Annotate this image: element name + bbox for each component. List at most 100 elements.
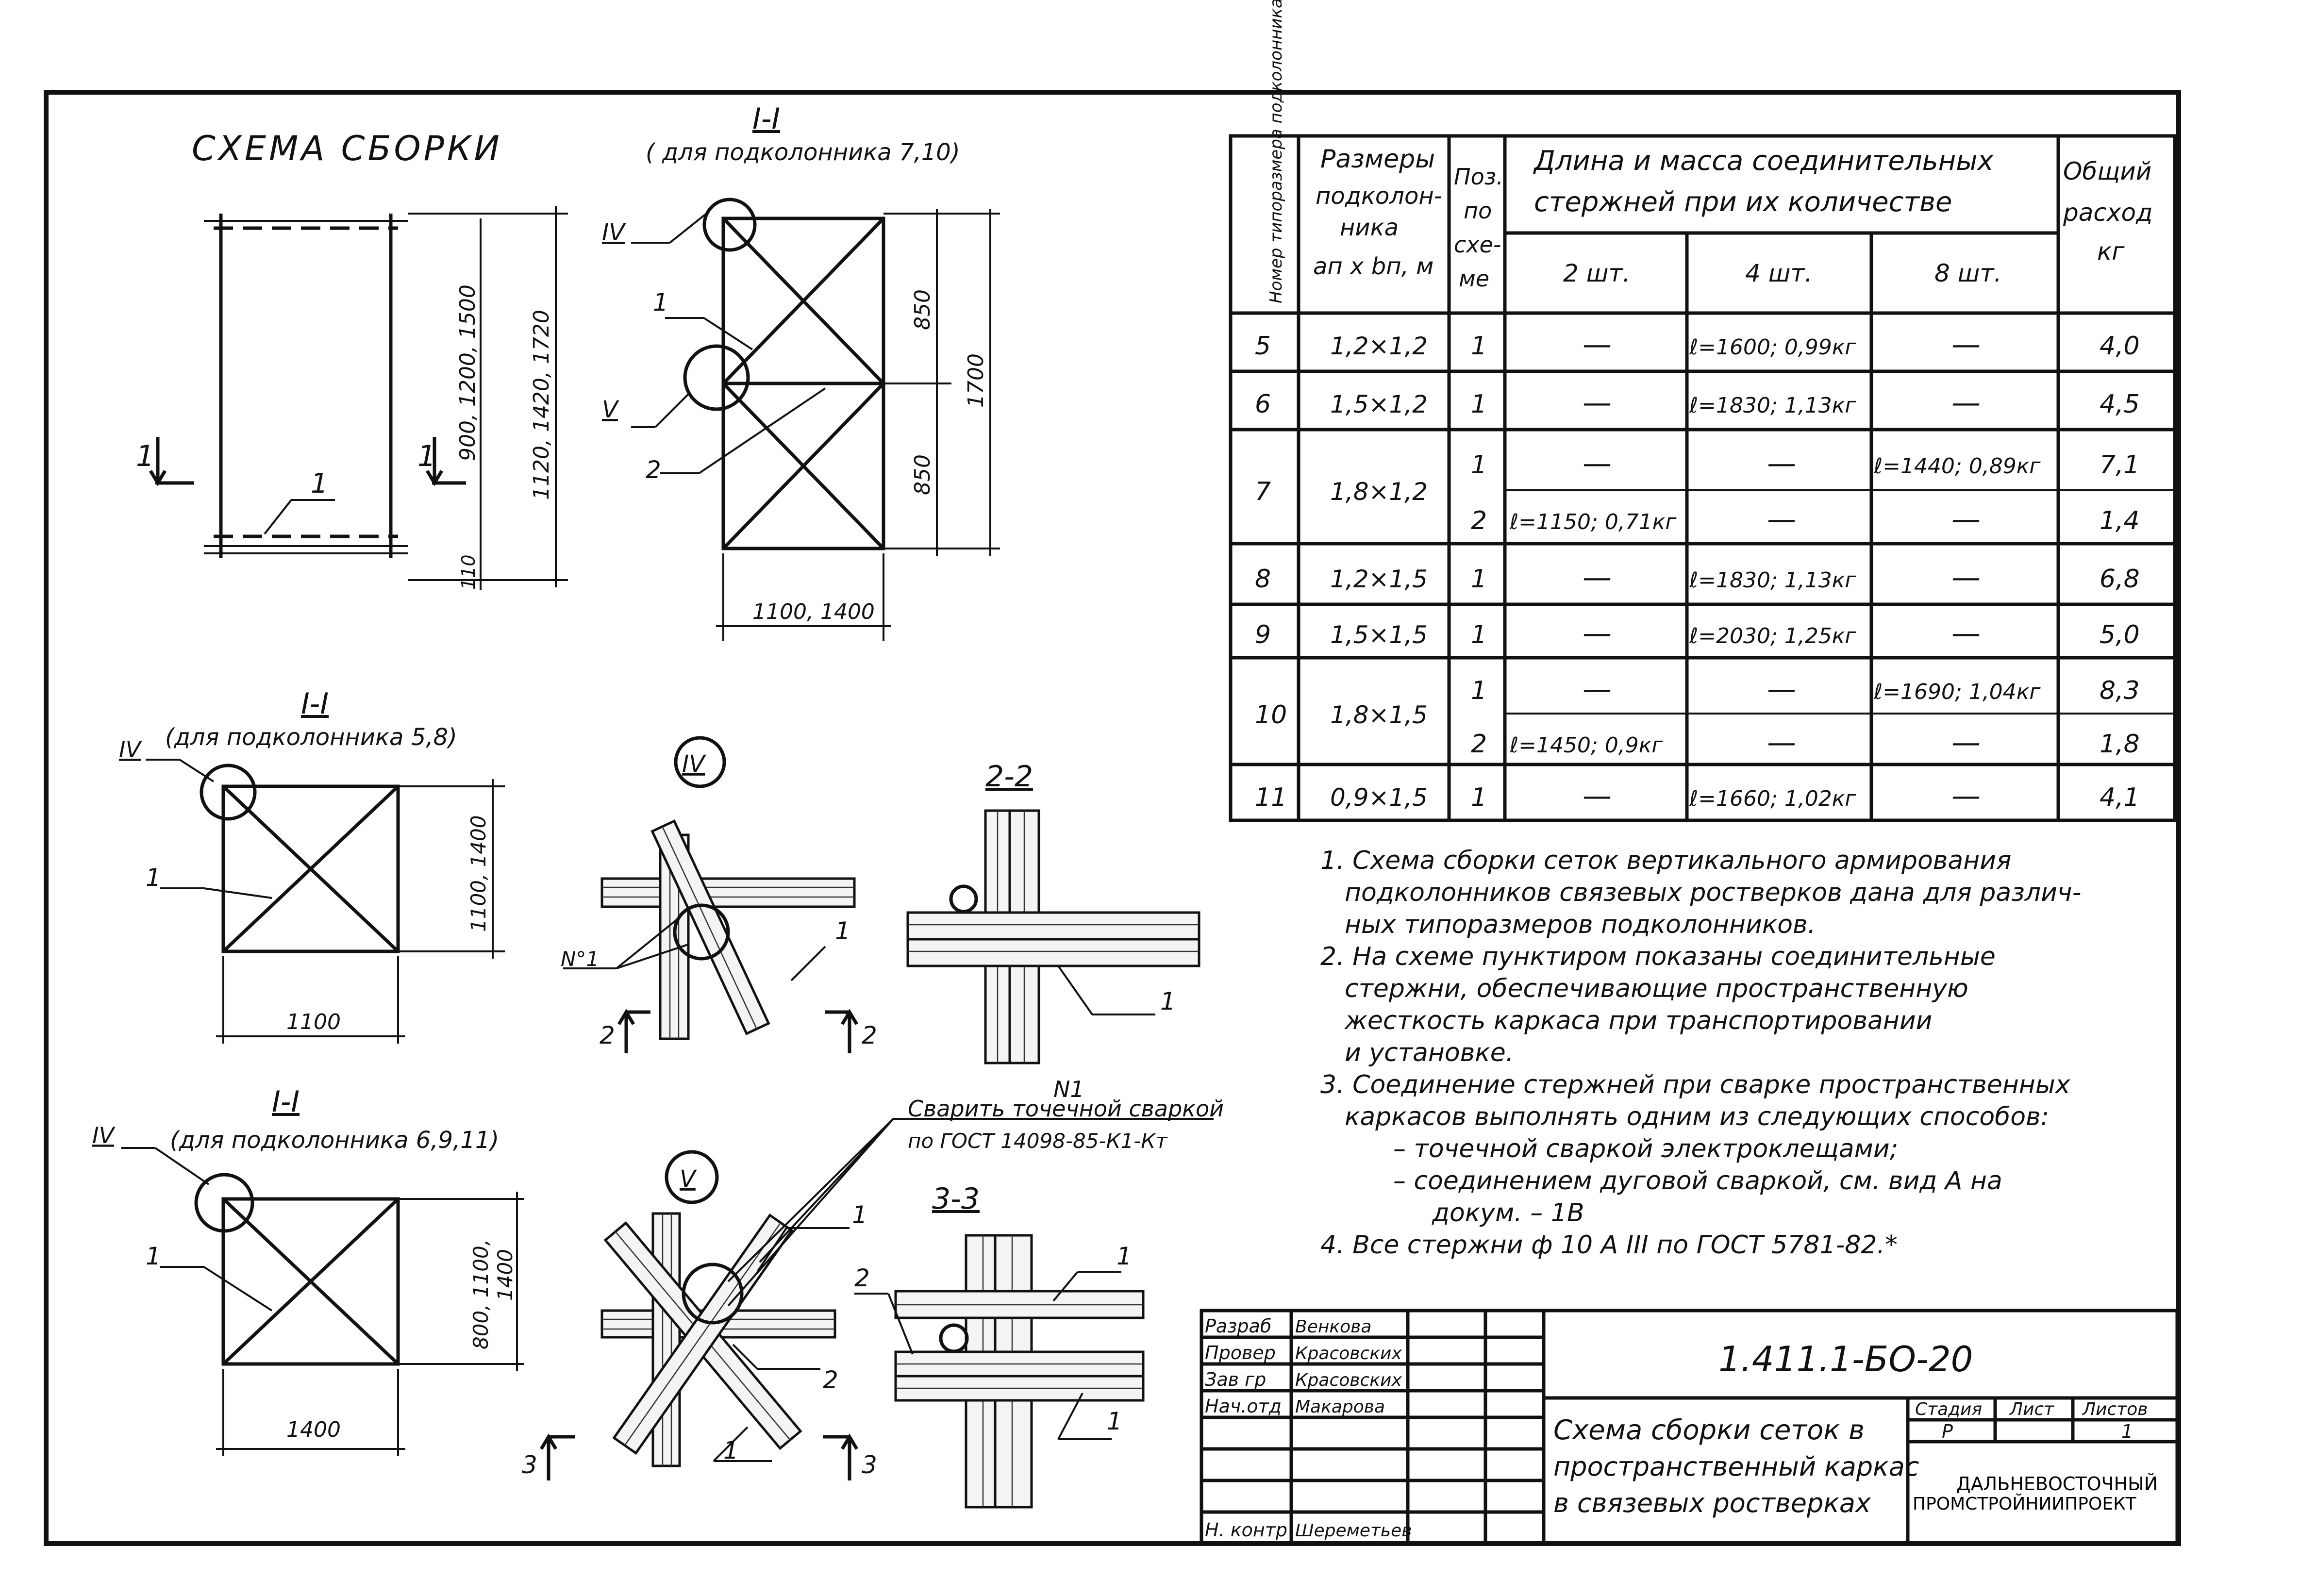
sec710-pos-2: 2	[646, 456, 661, 484]
cell-num: 6	[1255, 390, 1271, 419]
stamp-org-1: ДАЛЬНЕВОСТОЧНЫЙ	[1956, 1473, 2158, 1495]
sec710-dim-850-top: 850	[910, 289, 935, 330]
cell-q8: —	[1951, 502, 1981, 536]
th-pos-3: схе-	[1454, 232, 1501, 258]
node-v-pos-1b: 1	[723, 1436, 739, 1464]
cell-q2: —	[1583, 328, 1612, 362]
stamp-name: Венкова	[1295, 1317, 1371, 1337]
stamp-stage-label: Стадия	[1915, 1399, 1982, 1419]
scheme-pos-1: 1	[311, 468, 328, 499]
cell-pos: 1	[1471, 450, 1487, 480]
node-iv-cut-left: 2	[600, 1021, 615, 1049]
weld-line-1: Сварить точечной сваркой	[908, 1096, 1224, 1122]
sec58-node-iv: IV	[119, 736, 143, 763]
note-line: стержни, обеспечивающие пространственную	[1345, 974, 1968, 1003]
sec6911-dim-v1: 800, 1100,	[469, 1239, 493, 1349]
cell-size: 1,8×1,2	[1330, 478, 1428, 506]
note-line: жесткость каркаса при транспортировании	[1344, 1006, 1932, 1035]
note-line: и установке.	[1345, 1038, 1514, 1067]
note-line: 2. На схеме пунктиром показаны соедините…	[1320, 942, 1996, 971]
note-line: подколонников связевых ростверков дана д…	[1345, 878, 2081, 907]
scheme-dim-small: 110	[458, 554, 479, 590]
stamp-code: 1.411.1-БО-20	[1718, 1339, 1973, 1380]
stamp-name: Шереметьев	[1295, 1521, 1412, 1541]
th-q8: 8 шт.	[1934, 259, 2001, 287]
section-5-8: I-I (для подколонника 5,8) IV 1 1100, 14…	[119, 687, 505, 1044]
node-iv-detail: IV N°1 1 2 2	[561, 736, 877, 1053]
sec6911-pos-1: 1	[146, 1242, 161, 1270]
sec710-title: I-I	[752, 102, 780, 136]
cell-q2: —	[1583, 561, 1612, 595]
sec58-dim-v: 1100, 1400	[467, 815, 490, 932]
th-total-1: Общий	[2063, 157, 2151, 185]
stamp-name: Макарова	[1295, 1397, 1385, 1417]
sec710-dim-850-bottom: 850	[910, 454, 935, 495]
cell-total: 1,4	[2100, 506, 2140, 535]
th-total-2: расход	[2063, 199, 2153, 227]
cell-total: 4,5	[2100, 390, 2140, 419]
section-3-3: 3-3 1 2 1	[854, 1182, 1145, 1509]
cell-q8: —	[1951, 726, 1981, 760]
cell-q2: ℓ=1150; 0,71кг	[1509, 510, 1677, 534]
sec58-dim-h: 1100	[286, 1010, 341, 1034]
sec710-node-v: V	[602, 396, 619, 423]
cell-num: 8	[1255, 565, 1271, 594]
cell-total: 1,8	[2100, 730, 2140, 759]
stamp-title-3: в связевых ростверках	[1553, 1488, 1871, 1518]
cell-pos: 2	[1471, 730, 1487, 759]
node-v-pos-1: 1	[852, 1201, 867, 1229]
cell-size: 0,9×1,5	[1330, 783, 1428, 812]
node-iv-pos-1: 1	[835, 917, 850, 945]
sec710-dim-width: 1100, 1400	[752, 599, 875, 624]
cell-q4: —	[1767, 672, 1796, 706]
cell-total: 5,0	[2100, 620, 2140, 649]
stamp-role: Провер	[1205, 1342, 1276, 1363]
section-2-2: 2-2 1	[906, 760, 1200, 1064]
stamp-sheets-label: Листов	[2082, 1399, 2148, 1419]
section-mark-left: 1	[136, 439, 154, 473]
cell-q4: —	[1767, 447, 1796, 481]
cell-q4: ℓ=1660; 1,02кг	[1689, 786, 1856, 811]
node-iv-cut-right: 2	[862, 1021, 877, 1049]
cell-pos: 1	[1471, 620, 1487, 649]
stamp-role: Зав гр	[1205, 1369, 1266, 1390]
scheme-title: СХЕМА СБОРКИ	[192, 129, 502, 168]
sec58-subtitle: (для подколонника 5,8)	[165, 724, 457, 751]
sec33-pos-1b: 1	[1107, 1407, 1122, 1435]
cell-q4: ℓ=2030; 1,25кг	[1689, 624, 1856, 648]
cell-total: 6,8	[2100, 565, 2140, 594]
th-size-2: подколон-	[1316, 183, 1442, 210]
stamp-role: Разраб	[1205, 1315, 1271, 1337]
sec710-pos-1: 1	[653, 288, 668, 316]
note-line: каркасов выполнять одним из следующих сп…	[1345, 1102, 2049, 1131]
cell-q8: —	[1951, 616, 1981, 650]
node-v-cut-left: 3	[522, 1451, 537, 1479]
cell-q2: —	[1583, 779, 1612, 813]
cell-size: 1,2×1,5	[1330, 565, 1428, 593]
cell-total: 4,0	[2100, 332, 2140, 361]
th-pos-4: ме	[1459, 266, 1489, 292]
sec33-pos-1: 1	[1117, 1242, 1132, 1270]
cell-size: 1,8×1,5	[1330, 701, 1428, 729]
drawing-frame	[44, 90, 2181, 1546]
scheme-dim-inner: 900, 1200, 1500	[455, 284, 480, 461]
cell-total: 8,3	[2100, 676, 2140, 705]
stamp-title-2: пространственный каркас	[1553, 1451, 1919, 1482]
node-iv-label: IV	[682, 750, 706, 778]
section-6-9-11: I-I (для подколонника 6,9,11) IV 1 800, …	[92, 1085, 524, 1456]
th-size-1: Размеры	[1320, 145, 1435, 174]
cell-total: 4,1	[2100, 783, 2140, 812]
stamp-role: Н. контр	[1205, 1519, 1287, 1541]
sec6911-dim-h: 1400	[286, 1417, 341, 1442]
node-v-pos-2: 2	[823, 1366, 838, 1394]
cell-num: 5	[1255, 332, 1271, 361]
stamp-role: Нач.отд	[1205, 1396, 1282, 1417]
sec6911-node-iv: IV	[92, 1122, 116, 1148]
cell-pos: 1	[1471, 783, 1487, 812]
cell-total: 7,1	[2100, 450, 2140, 480]
cell-q4: ℓ=1830; 1,13кг	[1689, 393, 1856, 418]
note-line: 4. Все стержни ф 10 А III по ГОСТ 5781-8…	[1320, 1230, 1898, 1260]
cell-num: 7	[1255, 477, 1271, 506]
